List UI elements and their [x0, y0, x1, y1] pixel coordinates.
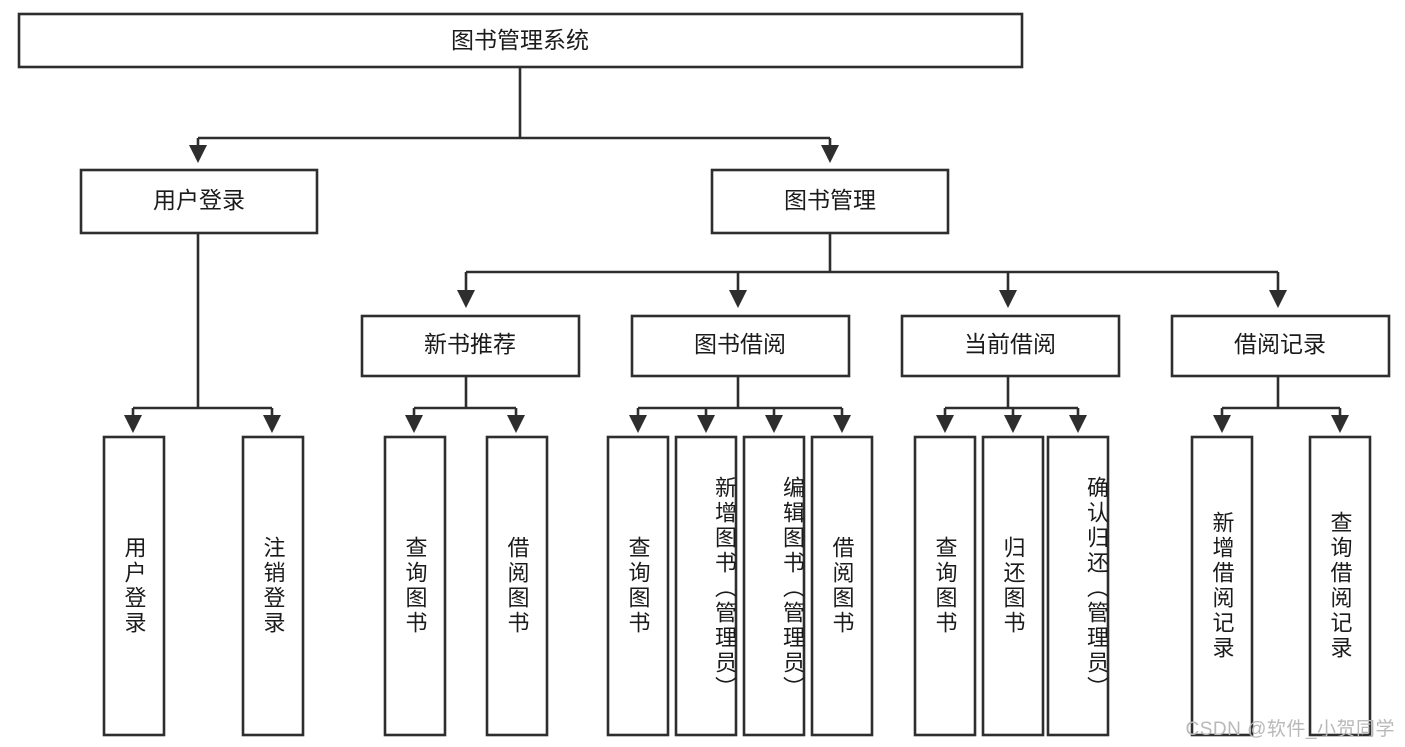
- node-book-manage-box[interactable]: [710, 168, 950, 235]
- node-new-book-recommend-box[interactable]: [360, 314, 581, 378]
- leaf-box-edit-book[interactable]: [742, 435, 806, 737]
- leaf-box-borrow-book-1[interactable]: [485, 435, 549, 737]
- connector-group-current-borrow: [935, 376, 1088, 434]
- leaf-box-return-book[interactable]: [981, 435, 1045, 737]
- node-borrow-record[interactable]: 借阅记录: [1170, 314, 1391, 378]
- node-book-manage[interactable]: 图书管理: [710, 168, 950, 235]
- leaf-box-query-book-1[interactable]: [383, 435, 447, 737]
- node-borrow-record-box[interactable]: [1170, 314, 1391, 378]
- node-root-box[interactable]: [17, 12, 1024, 69]
- node-root-label: 图书管理系统: [451, 27, 589, 53]
- leaf-box-user-logout[interactable]: [241, 435, 305, 737]
- connector-group-user-login: [123, 233, 282, 434]
- node-current-borrow[interactable]: 当前借阅: [900, 314, 1121, 378]
- leaf-box-user-login[interactable]: [102, 435, 166, 737]
- leaf-box-query-book-3[interactable]: [913, 435, 977, 737]
- connector-group-root: [188, 67, 840, 164]
- connector-group-book-borrow: [628, 376, 852, 434]
- connector-group-new-book-recommend: [404, 376, 526, 434]
- leaf-box-add-book[interactable]: [674, 435, 738, 737]
- leaf-box-add-record[interactable]: [1190, 435, 1254, 737]
- node-book-borrow-box[interactable]: [630, 314, 851, 378]
- leaf-boxes-current-borrow: [913, 435, 1110, 737]
- leaf-box-confirm-return[interactable]: [1046, 435, 1110, 737]
- node-new-book-recommend[interactable]: 新书推荐: [360, 314, 581, 378]
- node-new-book-recommend-label: 新书推荐: [424, 331, 516, 357]
- node-book-manage-label: 图书管理: [784, 187, 876, 213]
- leaf-box-query-record[interactable]: [1308, 435, 1372, 737]
- leaf-boxes-new-book-recommend: [383, 435, 549, 737]
- node-borrow-record-label: 借阅记录: [1234, 331, 1326, 357]
- leaf-boxes-borrow-record: [1190, 435, 1372, 737]
- node-user-login[interactable]: 用户登录: [79, 168, 319, 235]
- node-root[interactable]: 图书管理系统: [17, 12, 1024, 69]
- node-current-borrow-box[interactable]: [900, 314, 1121, 378]
- leaf-boxes-user-login: [102, 435, 305, 737]
- leaf-boxes-book-borrow: [606, 435, 874, 737]
- node-book-borrow[interactable]: 图书借阅: [630, 314, 851, 378]
- connector-group-borrow-record: [1212, 376, 1350, 434]
- leaf-box-query-book-2[interactable]: [606, 435, 670, 737]
- node-user-login-label: 用户登录: [153, 187, 245, 213]
- connector-group-book-manage: [456, 233, 1288, 309]
- csdn-watermark: CSDN @软件_小贺同学: [1185, 719, 1395, 740]
- node-current-borrow-label: 当前借阅: [964, 331, 1056, 357]
- node-user-login-box[interactable]: [79, 168, 319, 235]
- leaf-box-borrow-book-2[interactable]: [810, 435, 874, 737]
- node-book-borrow-label: 图书借阅: [694, 331, 786, 357]
